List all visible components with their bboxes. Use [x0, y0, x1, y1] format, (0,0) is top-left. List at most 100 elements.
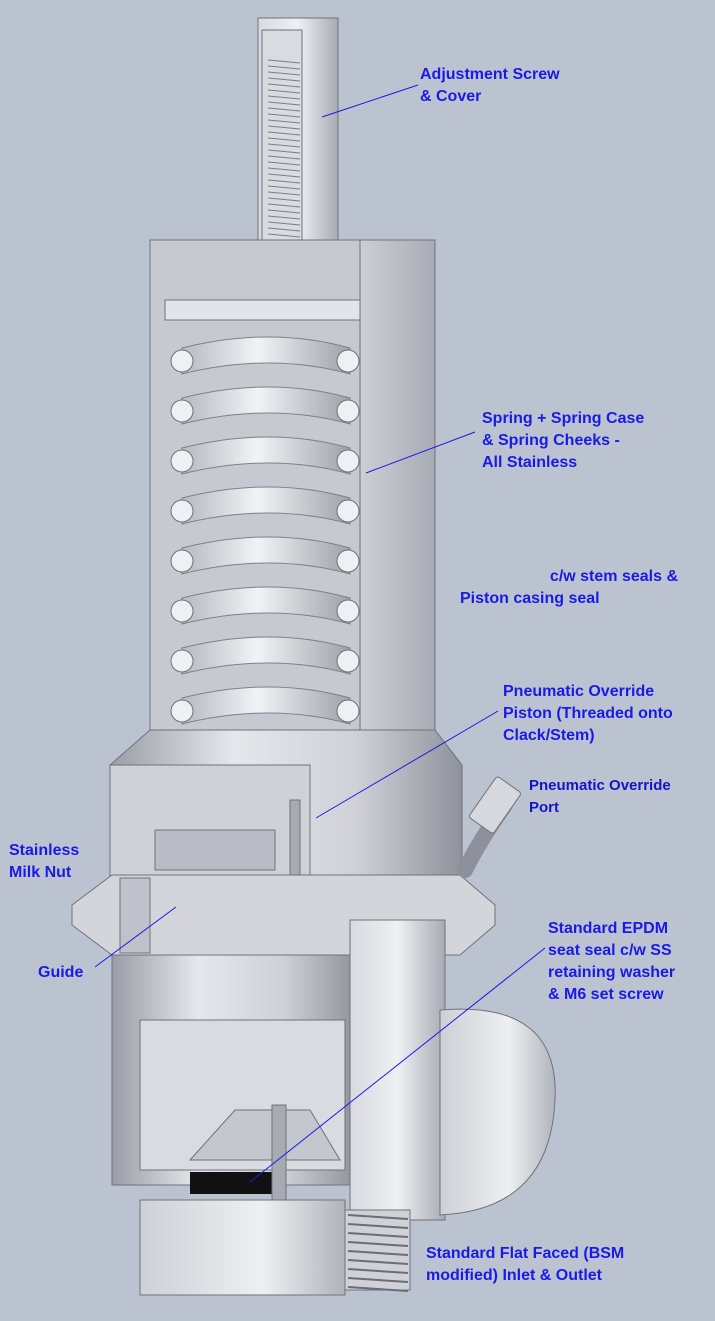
leader-guide — [94, 906, 177, 968]
coil-section — [336, 349, 360, 373]
screw-thread — [267, 221, 301, 226]
label-line: Standard Flat Faced (BSM — [426, 1245, 625, 1262]
label-inlet-outlet: Standard Flat Faced (BSM modified) Inlet… — [426, 1243, 624, 1287]
screw-thread — [267, 107, 301, 112]
label-line: Pneumatic Override — [503, 683, 655, 700]
outlet-thread — [347, 1286, 409, 1292]
coil-section — [336, 399, 360, 423]
label-line: All Stainless — [482, 454, 578, 471]
screw-thread — [267, 161, 301, 166]
label-line: Pneumatic Override — [529, 777, 671, 794]
leader-spring-case — [365, 431, 476, 474]
screw-thread — [267, 173, 301, 178]
coil-section — [336, 499, 360, 523]
screw-thread — [267, 215, 301, 220]
valve-body — [111, 919, 556, 1221]
screw-thread — [267, 101, 301, 106]
spring-coil — [181, 436, 351, 475]
coil-section — [170, 549, 194, 573]
screw-thread — [267, 125, 301, 130]
screw-thread — [267, 233, 301, 238]
spring-coil — [181, 386, 351, 425]
outlet-thread — [347, 1277, 409, 1283]
coil-section — [170, 499, 194, 523]
spring-coil — [181, 336, 351, 375]
coil-section — [170, 699, 194, 723]
label-line: Port — [529, 799, 559, 816]
coil-section — [336, 549, 360, 573]
label-seat-seal: Standard EPDM seat seal c/w SS retaining… — [548, 918, 675, 1006]
screw-thread — [267, 59, 301, 64]
label-milk-nut: Stainless Milk Nut — [9, 840, 79, 884]
label-pneumatic-port: Pneumatic Override Port — [529, 775, 671, 819]
label-line: & Cover — [420, 88, 482, 105]
screw-thread — [267, 119, 301, 124]
screw-thread — [267, 131, 301, 136]
screw-thread — [267, 89, 301, 94]
outlet-thread — [347, 1241, 409, 1247]
label-line: modified) Inlet & Outlet — [426, 1267, 602, 1284]
screw-thread — [267, 185, 301, 190]
coil-section — [336, 599, 360, 623]
label-line: retaining washer — [548, 964, 676, 981]
screw-thread — [267, 191, 301, 196]
outlet-thread — [347, 1232, 409, 1238]
outlet-thread — [347, 1259, 409, 1265]
spring-coil — [181, 536, 351, 575]
coil-section — [170, 599, 194, 623]
label-line: Clack/Stem) — [503, 727, 595, 744]
label-adjustment-screw: Adjustment Screw & Cover — [420, 64, 560, 108]
label-guide: Guide — [38, 962, 83, 984]
coil-section — [336, 449, 360, 473]
coil-section — [336, 699, 360, 723]
piston-housing — [109, 729, 463, 1111]
label-line: Piston (Threaded onto — [503, 705, 673, 722]
label-line: Standard EPDM — [548, 920, 669, 937]
label-line: Adjustment Screw — [420, 66, 560, 83]
inlet-outlet-threads — [139, 1199, 411, 1296]
coil-section — [170, 349, 194, 373]
spring-coil — [181, 686, 351, 725]
screw-thread — [267, 71, 301, 76]
screw-thread — [267, 137, 301, 142]
label-line: seat seal c/w SS — [548, 942, 672, 959]
label-pneumatic-piston: Pneumatic Override Piston (Threaded onto… — [503, 681, 673, 747]
screw-thread — [267, 143, 301, 148]
label-line: & M6 set screw — [548, 986, 664, 1003]
outlet-thread — [347, 1214, 409, 1220]
screw-thread — [267, 203, 301, 208]
leader-pneumatic-piston — [315, 710, 499, 819]
screw-thread — [267, 113, 301, 118]
outlet-thread — [347, 1250, 409, 1256]
screw-thread — [267, 197, 301, 202]
screw-thread — [267, 179, 301, 184]
spring-coil — [181, 486, 351, 525]
label-spring-case: Spring + Spring Case & Spring Cheeks - A… — [482, 408, 644, 474]
spring-coil — [181, 636, 351, 675]
label-line: Guide — [38, 964, 84, 981]
label-stem-seals: c/w stem seals & Piston casing seal — [460, 566, 678, 610]
screw-thread — [267, 167, 301, 172]
screw-thread — [267, 155, 301, 160]
label-line: Piston casing seal — [460, 590, 600, 607]
spring-coil — [181, 586, 351, 625]
label-line: & Spring Cheeks - — [482, 432, 620, 449]
coil-section — [336, 649, 360, 673]
label-line: Spring + Spring Case — [482, 410, 645, 427]
screw-thread — [267, 149, 301, 154]
screw-thread — [267, 83, 301, 88]
pneumatic-port — [457, 776, 521, 878]
coil-section — [170, 649, 194, 673]
screw-thread — [267, 95, 301, 100]
label-line: Stainless — [9, 842, 80, 859]
outlet-thread — [347, 1223, 409, 1229]
screw-thread — [267, 65, 301, 70]
outlet-thread — [347, 1268, 409, 1274]
leader-adjustment-screw — [321, 84, 419, 118]
coil-section — [170, 449, 194, 473]
screw-thread — [267, 227, 301, 232]
leader-seat-seal — [249, 947, 546, 1183]
